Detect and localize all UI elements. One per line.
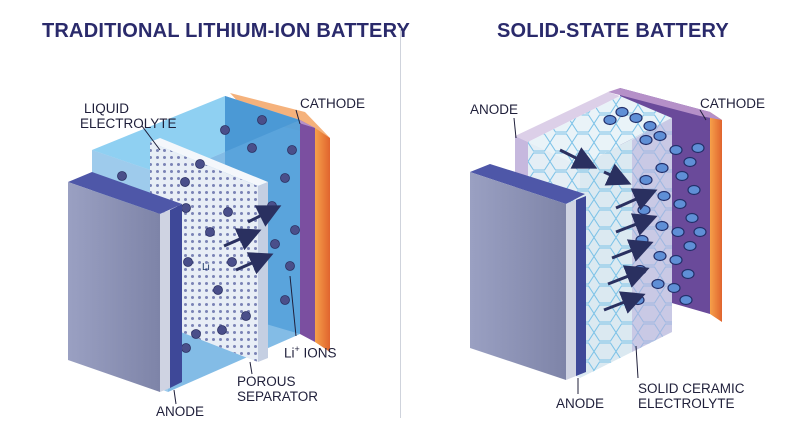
label-left-anode: ANODE [156, 404, 205, 419]
right-anode-side [566, 200, 576, 380]
right-title: SOLID-STATE BATTERY [497, 20, 729, 42]
ceramic-right-purple [632, 118, 672, 352]
label-porous-line1: POROUS [237, 374, 296, 389]
label-porous-separator: POROUS SEPARATOR [237, 374, 318, 404]
left-anode-top [68, 172, 182, 214]
cathode-particles [603, 106, 707, 306]
label-liquid-line1: LIQUID [84, 101, 130, 116]
left-cathode-purple [300, 120, 315, 342]
label-liquid-electrolyte: LIQUID ELECTROLYTE [80, 101, 177, 131]
label-liquid-line2: ELECTROLYTE [80, 116, 177, 131]
label-right-cathode: CATHODE [700, 96, 766, 111]
left-cathode-orange [315, 128, 330, 352]
left-title: TRADITIONAL LITHIUM-ION BATTERY [42, 20, 411, 42]
li-ions-sup: + [294, 344, 300, 354]
left-ion-arrows [223, 205, 282, 275]
right-cathode-top [608, 88, 722, 120]
label-li-ions: Li+ IONS [284, 342, 337, 361]
right-ion-arrows [559, 147, 658, 314]
label-ceramic-line1: SOLID CERAMIC [638, 381, 745, 396]
traditional-battery: Li [68, 93, 330, 405]
label-porous-line2: SEPARATOR [237, 389, 319, 404]
right-anode-top [470, 164, 585, 204]
left-anode-front [68, 182, 160, 392]
li-ion-marker: Li [202, 262, 210, 273]
left-separator-edge [258, 182, 268, 362]
left-leader-lines [141, 109, 301, 405]
right-leader-lines [513, 109, 707, 394]
right-cathode-orange [710, 112, 722, 322]
left-separator-top [150, 138, 268, 186]
left-anode-stripe [170, 204, 182, 388]
label-right-anode-top: ANODE [470, 102, 519, 117]
solid-state-battery [470, 88, 722, 394]
li-ions-prefix: Li [284, 345, 295, 361]
right-anode-stripe [576, 196, 586, 376]
right-anode-front [470, 172, 566, 380]
label-solid-ceramic-electrolyte: SOLID CERAMIC ELECTROLYTE [638, 381, 745, 411]
right-anode-layer-top [515, 92, 620, 142]
left-anode-side [160, 210, 170, 392]
label-ceramic-line2: ELECTROLYTE [638, 396, 735, 411]
li-ions-suffix: IONS [303, 345, 337, 361]
label-left-cathode: CATHODE [300, 96, 366, 111]
label-right-anode-bottom: ANODE [556, 396, 605, 411]
panel-divider [400, 28, 401, 418]
